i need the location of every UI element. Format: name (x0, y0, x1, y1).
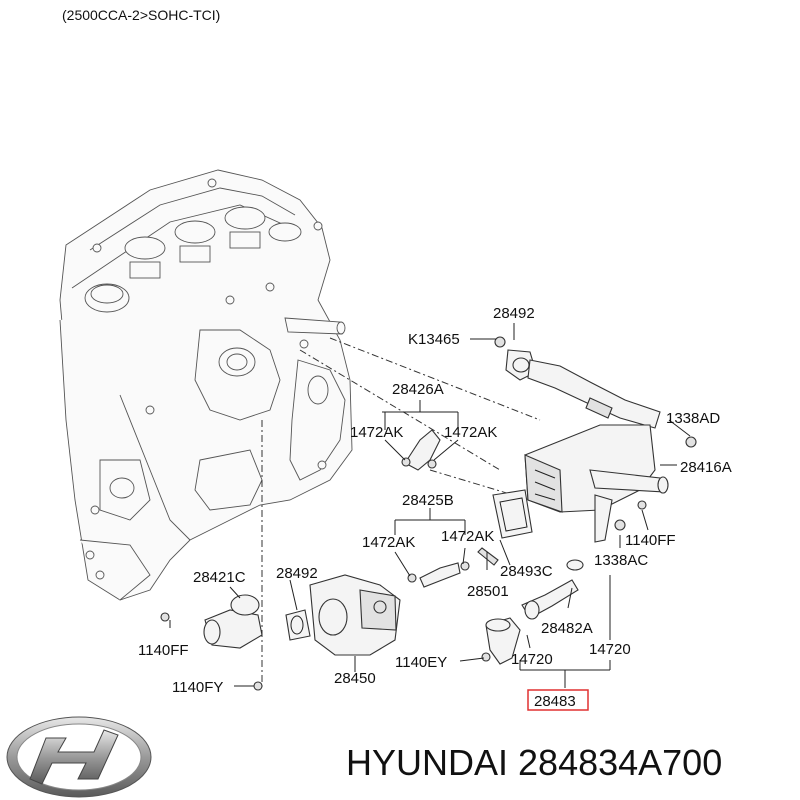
highlight-box (527, 689, 589, 711)
label-1472ak-b[interactable]: 1472AK (444, 424, 497, 441)
label-28450[interactable]: 28450 (334, 670, 376, 687)
hyundai-logo-icon (6, 716, 152, 798)
egr-tube-assembly (494, 336, 697, 448)
label-28425b[interactable]: 28425B (402, 492, 454, 509)
pipe-parts (481, 559, 584, 665)
label-28482a[interactable]: 28482A (541, 620, 593, 637)
label-28426a[interactable]: 28426A (392, 381, 444, 398)
egr-valve (285, 574, 401, 656)
label-28501[interactable]: 28501 (467, 583, 509, 600)
part-number-caption: HYUNDAI 284834A700 (346, 742, 722, 783)
label-1472ak-c[interactable]: 1472AK (362, 534, 415, 551)
label-14720-b[interactable]: 14720 (589, 641, 631, 658)
label-1472ak-a[interactable]: 1472AK (350, 424, 403, 441)
label-28421c[interactable]: 28421C (193, 569, 246, 586)
label-28483-highlighted[interactable]: 28483 (534, 693, 576, 710)
thermostat-housing (160, 594, 263, 691)
gasket-28493c (492, 489, 533, 539)
label-14720-a[interactable]: 14720 (511, 651, 553, 668)
egr-cooler (524, 424, 669, 543)
label-28416a[interactable]: 28416A (680, 459, 732, 476)
part-labels: 28492 K13465 28426A 1338AD 1472AK 1472AK… (138, 305, 732, 711)
engine-code-header: (2500CCA-2>SOHC-TCI) (62, 7, 220, 23)
label-1140ey[interactable]: 1140EY (395, 654, 447, 671)
label-k13465[interactable]: K13465 (408, 331, 460, 348)
engine-block-drawing (59, 169, 353, 601)
leader-lines (169, 323, 691, 688)
label-1140fy[interactable]: 1140FY (172, 679, 223, 696)
label-1140ff-right[interactable]: 1140FF (625, 532, 676, 549)
label-1472ak-d[interactable]: 1472AK (441, 528, 494, 545)
label-28492-top[interactable]: 28492 (493, 305, 535, 322)
label-1140ff-left[interactable]: 1140FF (138, 642, 189, 659)
dash-lines (261, 337, 541, 690)
label-1338ad[interactable]: 1338AD (666, 410, 720, 427)
label-28492-mid[interactable]: 28492 (276, 565, 318, 582)
label-28493c[interactable]: 28493C (500, 563, 553, 580)
hoses (401, 429, 499, 588)
label-1338ac[interactable]: 1338AC (594, 552, 648, 569)
